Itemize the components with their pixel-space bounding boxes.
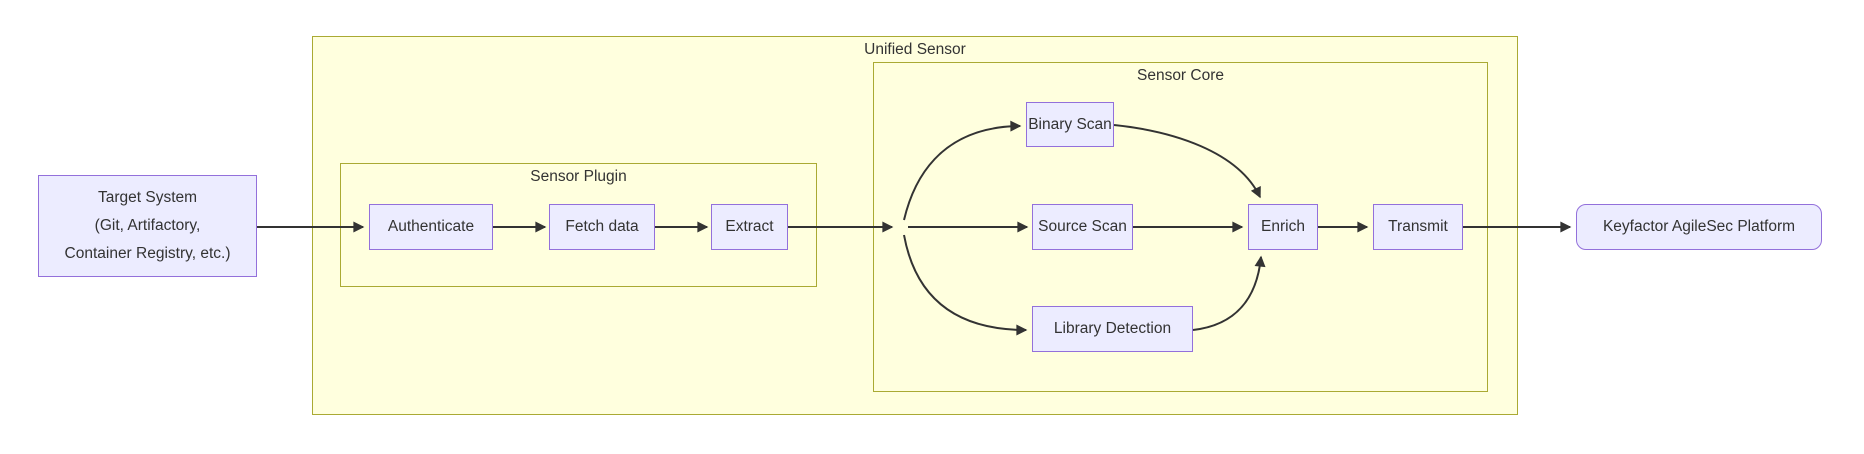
node-target-system: Target System (Git, Artifactory, Contain… [38, 175, 257, 277]
cluster-sensor-plugin-label: Sensor Plugin [530, 168, 627, 185]
node-enrich: Enrich [1248, 204, 1318, 250]
node-binary-scan-label: Binary Scan [1028, 115, 1112, 133]
node-transmit-label: Transmit [1388, 218, 1448, 235]
node-library-detection-label: Library Detection [1053, 320, 1172, 337]
node-enrich-label: Enrich [1261, 218, 1305, 235]
node-keyfactor-agilesec-platform-label: Keyfactor AgileSec Platform [1602, 218, 1796, 235]
node-source-scan: Source Scan [1032, 204, 1133, 250]
node-binary-scan: Binary Scan [1026, 102, 1114, 147]
node-fetch-data-label: Fetch data [565, 218, 639, 235]
node-source-scan-label: Source Scan [1038, 218, 1127, 235]
node-keyfactor-agilesec-platform: Keyfactor AgileSec Platform [1576, 204, 1822, 250]
node-library-detection: Library Detection [1032, 306, 1193, 352]
node-transmit: Transmit [1373, 204, 1463, 250]
node-authenticate: Authenticate [369, 204, 493, 250]
node-extract: Extract [711, 204, 788, 250]
cluster-unified-sensor-label: Unified Sensor [864, 41, 966, 58]
target-system-line3: Container Registry, etc.) [64, 245, 231, 262]
node-extract-label: Extract [725, 218, 774, 235]
cluster-sensor-core-label: Sensor Core [1136, 67, 1224, 84]
node-authenticate-label: Authenticate [387, 218, 475, 235]
target-system-line1: Target System [97, 189, 198, 206]
node-fetch-data: Fetch data [549, 204, 655, 250]
target-system-line2: (Git, Artifactory, [94, 217, 201, 234]
node-target-system-label: Target System (Git, Artifactory, Contain… [65, 184, 231, 268]
